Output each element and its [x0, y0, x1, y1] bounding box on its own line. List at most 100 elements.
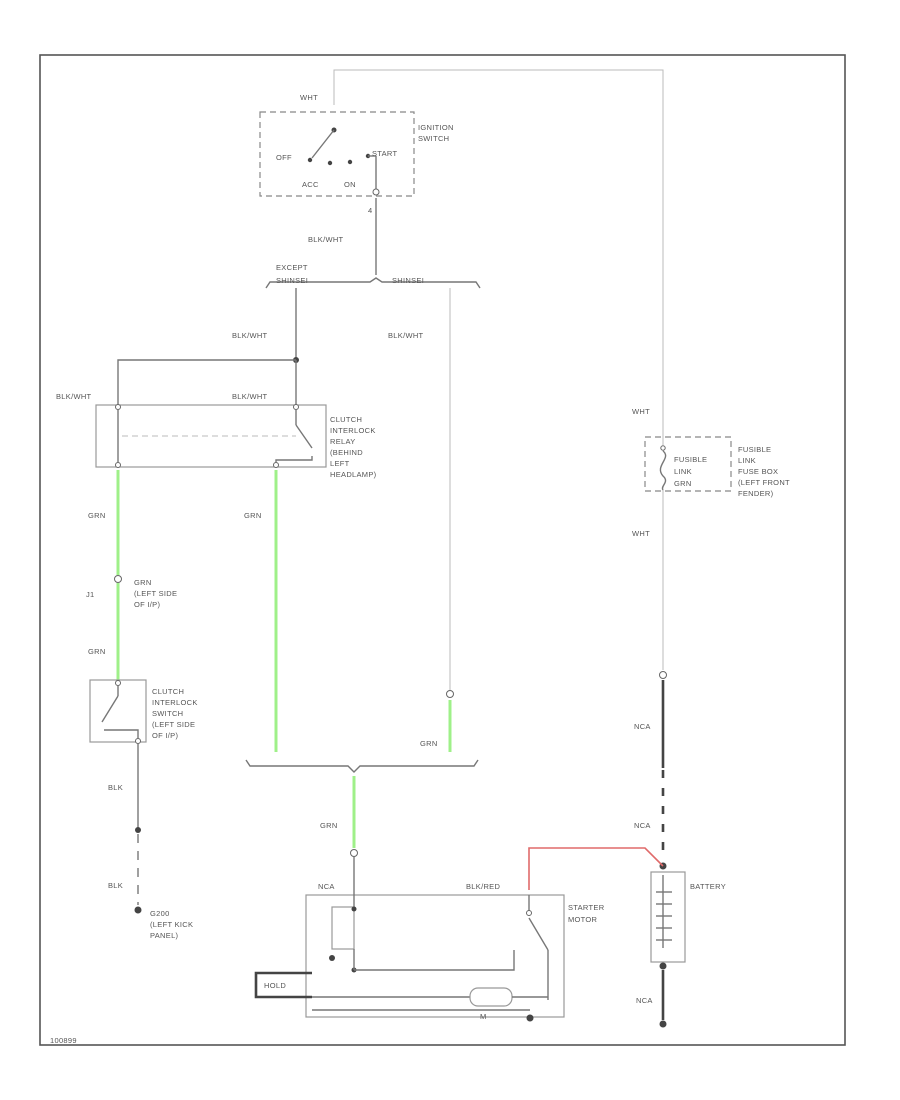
solenoid-node-a	[351, 906, 357, 912]
starter-s-connector	[350, 849, 358, 857]
shinsei-connector	[446, 690, 454, 698]
ign-switch-label-1: IGNITION	[418, 123, 454, 132]
j1-label-1: GRN	[134, 578, 152, 587]
ground-label-2: (LEFT KICK	[150, 920, 193, 929]
ground-label-1: G200	[150, 909, 170, 918]
fuse-note-1: FUSIBLE	[738, 445, 771, 454]
motor-ground-point	[526, 1014, 534, 1022]
solenoid-to-motor	[354, 950, 515, 971]
except-label-1: EXCEPT	[276, 263, 308, 272]
blk-wht-top-label: BLK/WHT	[308, 235, 344, 244]
nca-label-2: NCA	[634, 821, 651, 830]
csw-blade	[101, 695, 119, 723]
ign-wht-label: WHT	[300, 93, 318, 102]
relay-pin-4	[273, 462, 279, 468]
relay-label-4: (BEHIND	[330, 448, 363, 457]
grn-label-2: GRN	[244, 511, 262, 520]
relay-contact-lead	[275, 456, 313, 462]
grn-label-4: GRN	[420, 739, 438, 748]
battery-cable-connector	[659, 671, 667, 679]
lower-option-bracket	[245, 759, 479, 773]
m-label: M	[480, 1012, 487, 1021]
relay-pin-2	[293, 404, 299, 410]
blk-label-1: BLK	[108, 783, 123, 792]
blk-red-label: BLK/RED	[466, 882, 500, 891]
csw-pin-top	[115, 680, 121, 686]
ign-switch-blade	[311, 129, 335, 159]
battery-box	[650, 871, 686, 963]
solenoid-node-b	[329, 955, 335, 961]
starter-motor-box	[305, 894, 565, 1018]
figure-id: 100899	[50, 1036, 77, 1045]
fuse-pin-top	[660, 445, 666, 451]
ign-switch-label-2: SWITCH	[418, 134, 449, 143]
ignition-switch-box	[259, 111, 415, 197]
starter-label-1: STARTER	[568, 903, 605, 912]
wht-label-1: WHT	[632, 407, 650, 416]
relay-label-5: LEFT	[330, 459, 350, 468]
fuse-label-3: GRN	[674, 479, 692, 488]
except-label-2: SHINSEI	[276, 276, 308, 285]
relay-label-3: RELAY	[330, 437, 356, 446]
fuse-label-2: LINK	[674, 467, 692, 476]
nca-label-3: NCA	[318, 882, 335, 891]
fuse-note-2: LINK	[738, 456, 756, 465]
fuse-element	[659, 450, 667, 491]
ground-g200	[134, 906, 142, 914]
hold-in-lead	[254, 971, 312, 999]
nca-label-1: NCA	[634, 722, 651, 731]
starter-label-2: MOTOR	[568, 915, 598, 924]
ign-connector	[372, 188, 380, 196]
battery-label: BATTERY	[690, 882, 726, 891]
battery-neg-terminal	[659, 962, 667, 970]
relay-switch-blade	[295, 424, 313, 449]
fuse-label-1: FUSIBLE	[674, 455, 707, 464]
pin-4-label: 4	[368, 206, 372, 215]
csw-lead-bottom	[104, 729, 139, 738]
ign-off-label: OFF	[276, 153, 292, 162]
csw-label-4: (LEFT SIDE	[152, 720, 195, 729]
clutch-interlock-relay-box	[95, 404, 327, 468]
shinsei-label: SHINSEI	[392, 276, 424, 285]
hld-label: HOLD	[264, 981, 286, 990]
grn-label-3: GRN	[88, 647, 106, 656]
starter-b-terminal	[526, 910, 532, 916]
csw-label-5: OF I/P)	[152, 731, 178, 740]
j1-connector	[114, 575, 122, 583]
blk-wht-branch-label: BLK/WHT	[232, 331, 268, 340]
j1-label: J1	[86, 590, 95, 599]
nca-label-4: NCA	[636, 996, 653, 1005]
battery-ground	[659, 1020, 667, 1028]
relay-pin-1	[115, 404, 121, 410]
ign-contact-off	[307, 157, 313, 163]
blk-splice	[135, 827, 141, 833]
j1-label-2: (LEFT SIDE	[134, 589, 177, 598]
csw-label-1: CLUTCH	[152, 687, 184, 696]
csw-label-3: SWITCH	[152, 709, 183, 718]
relay-label-6: HEADLAMP)	[330, 470, 377, 479]
ign-acc-label: ACC	[302, 180, 319, 189]
j1-label-3: OF I/P)	[134, 600, 160, 609]
ign-contact-acc	[327, 160, 333, 166]
blk-wht-relay-l-label: BLK/WHT	[56, 392, 92, 401]
relay-label-2: INTERLOCK	[330, 426, 376, 435]
csw-pin-bottom	[135, 738, 141, 744]
wht-wire-top	[333, 69, 664, 445]
blk-red-wire	[528, 847, 664, 890]
blk-wht-relay-r-label: BLK/WHT	[232, 392, 268, 401]
fuse-note-4: (LEFT FRONT	[738, 478, 790, 487]
solenoid-pull-in-coil	[331, 906, 355, 950]
blk-label-2: BLK	[108, 881, 123, 890]
option-bracket	[265, 277, 481, 289]
ground-label-3: PANEL)	[150, 931, 179, 940]
csw-label-2: INTERLOCK	[152, 698, 198, 707]
ign-on-label: ON	[344, 180, 356, 189]
grn-label-1: GRN	[88, 511, 106, 520]
ign-contact-on	[347, 159, 353, 165]
relay-pin-3	[115, 462, 121, 468]
wht-label-2: WHT	[632, 529, 650, 538]
fusible-link-box	[644, 436, 732, 492]
ign-start-label: START	[372, 149, 398, 158]
blk-wht-right-label: BLK/WHT	[388, 331, 424, 340]
